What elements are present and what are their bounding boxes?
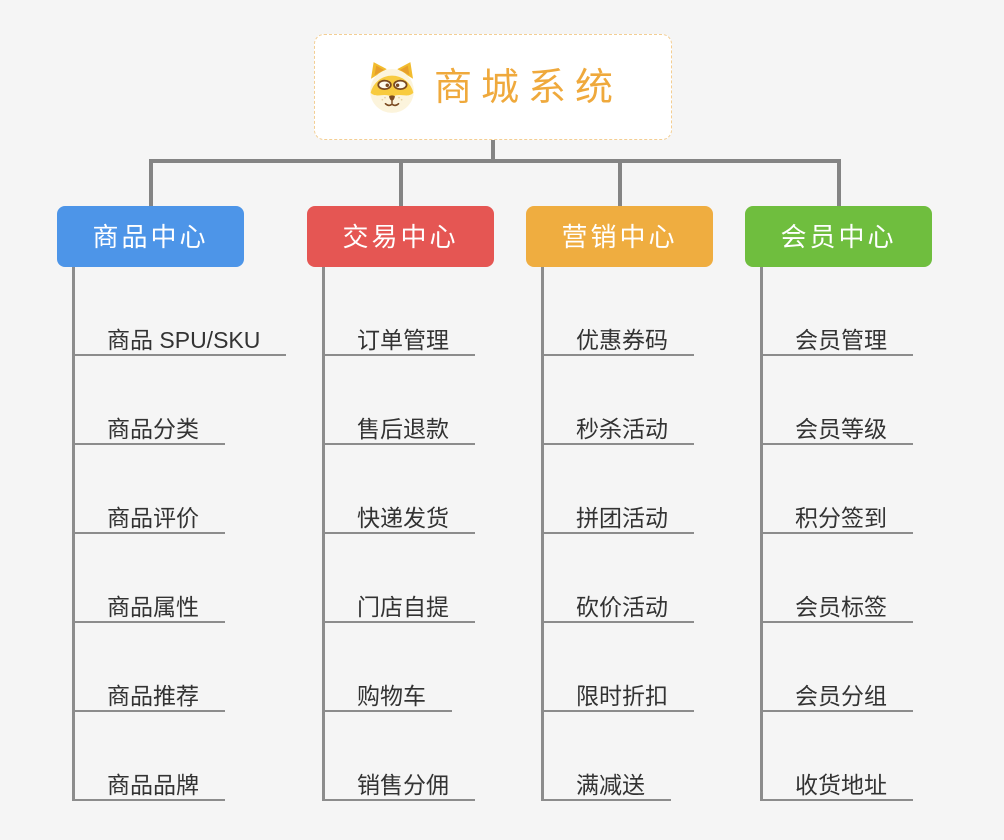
root-title: 商城系统 [433,67,622,109]
child-node[interactable]: 商品推荐 [72,676,225,712]
child-node[interactable]: 砍价活动 [541,587,694,623]
branch-trunk-line [760,267,763,801]
child-node[interactable]: 收货地址 [760,765,913,801]
child-node[interactable]: 门店自提 [322,587,475,623]
child-node[interactable]: 会员分组 [760,676,913,712]
child-node[interactable]: 销售分佣 [322,765,475,801]
connector-line [836,163,841,206]
branch-trunk-line [72,267,75,801]
child-node[interactable]: 商品评价 [72,498,225,534]
connector-line [491,140,495,159]
branch-trunk-line [541,267,544,801]
dog-icon [370,61,414,113]
child-node[interactable]: 订单管理 [322,320,475,356]
child-node[interactable]: 商品品牌 [72,765,225,801]
child-node[interactable]: 商品分类 [72,409,225,445]
branch-label: 商品中心 [92,221,209,252]
child-node[interactable]: 优惠券码 [541,320,694,356]
child-node[interactable]: 会员标签 [760,587,913,623]
child-node[interactable]: 拼团活动 [541,498,694,534]
child-node[interactable]: 商品 SPU/SKU [72,320,287,356]
child-node[interactable]: 商品属性 [72,587,225,623]
child-node[interactable]: 售后退款 [322,409,475,445]
connector-line [148,159,841,163]
branch-header-1[interactable]: 商品中心 [57,206,244,267]
connector-line [398,163,403,206]
child-node[interactable]: 秒杀活动 [541,409,694,445]
child-node[interactable]: 会员等级 [760,409,913,445]
child-node[interactable]: 会员管理 [760,320,913,356]
branch-label: 营销中心 [561,221,678,252]
root-node[interactable]: 商城系统 [314,34,672,140]
branch-label: 会员中心 [780,221,897,252]
connector-line [617,163,622,206]
child-node[interactable]: 满减送 [541,765,671,801]
child-node[interactable]: 快递发货 [322,498,475,534]
branch-header-3[interactable]: 营销中心 [526,206,713,267]
branch-trunk-line [322,267,325,801]
branch-label: 交易中心 [342,221,459,252]
child-node[interactable]: 购物车 [322,676,452,712]
connector-line [148,163,153,206]
branch-header-4[interactable]: 会员中心 [745,206,932,267]
child-node[interactable]: 积分签到 [760,498,913,534]
branch-header-2[interactable]: 交易中心 [307,206,494,267]
child-node[interactable]: 限时折扣 [541,676,694,712]
